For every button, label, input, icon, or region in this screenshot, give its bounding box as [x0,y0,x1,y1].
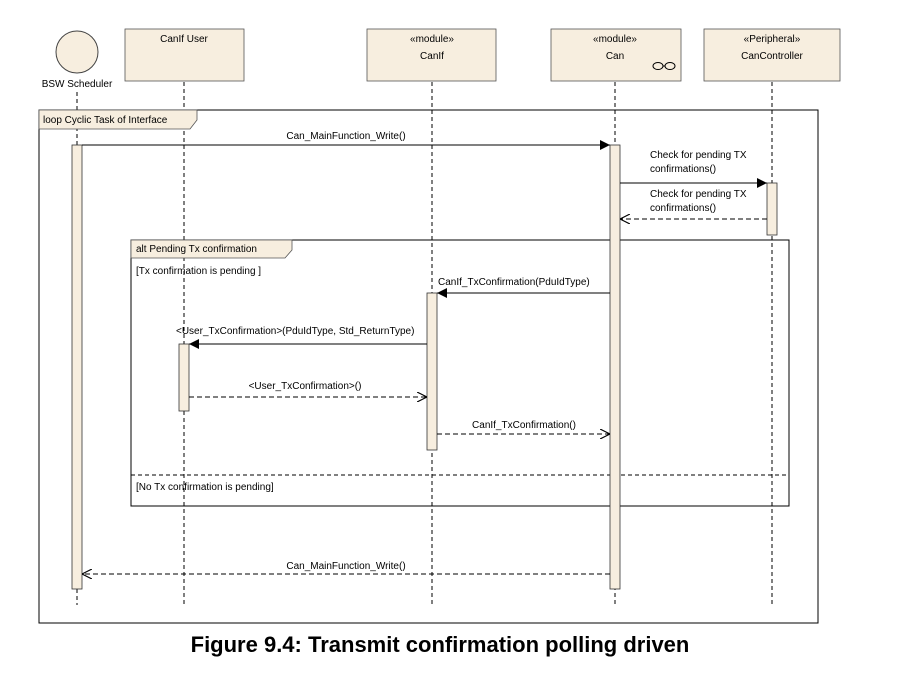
msg-label-line2: confirmations() [650,203,716,214]
msg-check-pending-tx: Check for pending TX confirmations() [620,150,767,188]
msg-label: <User_TxConfirmation>(PduIdType, Std_Ret… [176,326,414,337]
msg-canif-txconfirmation-return: CanIf_TxConfirmation() [437,420,610,434]
msg-label: CanIf_TxConfirmation(PduIdType) [438,277,590,288]
composite-link-icon [652,62,676,70]
activation-canif [426,292,438,451]
figure-caption: Figure 9.4: Transmit confirmation pollin… [190,632,690,657]
guard-not-pending: [No Tx confirmation is pending] [136,482,274,493]
msg-label: Can_MainFunction_Write() [286,131,405,142]
actor-circle-icon [55,30,99,74]
msg-label-line1: Check for pending TX [650,189,747,200]
participant-bsw-scheduler: BSW Scheduler [42,30,113,90]
activation-scheduler [71,144,83,590]
can-name: Can [606,51,624,62]
msg-user-txconfirmation-return: <User_TxConfirmation>() [189,381,427,397]
msg-user-txconfirmation: <User_TxConfirmation>(PduIdType, Std_Ret… [176,326,427,349]
activation-controller [766,182,778,236]
activation-can [609,144,621,590]
alt-label: alt Pending Tx confirmation [136,244,257,255]
canif-name: CanIf [420,51,444,62]
canif-user-name: CanIf User [160,34,208,45]
msg-can-mainfunction-write-return: Can_MainFunction_Write() [82,561,610,574]
loop-frame: loop Cyclic Task of Interface [38,109,819,624]
participant-canif: «module» CanIf [366,28,497,82]
msg-label-line1: Check for pending TX [650,150,747,161]
alt-frame: alt Pending Tx confirmation [Tx confirma… [130,239,790,507]
loop-label: loop Cyclic Task of Interface [43,115,168,126]
msg-canif-txconfirmation: CanIf_TxConfirmation(PduIdType) [437,277,610,298]
ctrl-stereotype: «Peripheral» [744,34,801,45]
activation-canif-user [178,343,190,412]
scheduler-name: BSW Scheduler [42,79,113,90]
msg-check-pending-tx-return: Check for pending TX confirmations() [620,189,767,219]
ctrl-name: CanController [741,51,803,62]
msg-can-mainfunction-write: Can_MainFunction_Write() [82,131,610,150]
participant-can: «module» Can [550,28,682,82]
msg-label: Can_MainFunction_Write() [286,561,405,572]
msg-label: CanIf_TxConfirmation() [472,420,576,431]
participant-canif-user: CanIf User [124,28,245,82]
can-stereotype: «module» [593,34,637,45]
msg-label-line2: confirmations() [650,164,716,175]
participant-can-controller: «Peripheral» CanController [703,28,841,82]
canif-stereotype: «module» [410,34,454,45]
msg-label: <User_TxConfirmation>() [249,381,362,392]
guard-pending: [Tx confirmation is pending ] [136,266,261,277]
sequence-diagram: BSW Scheduler CanIf User «module» CanIf … [38,28,841,624]
